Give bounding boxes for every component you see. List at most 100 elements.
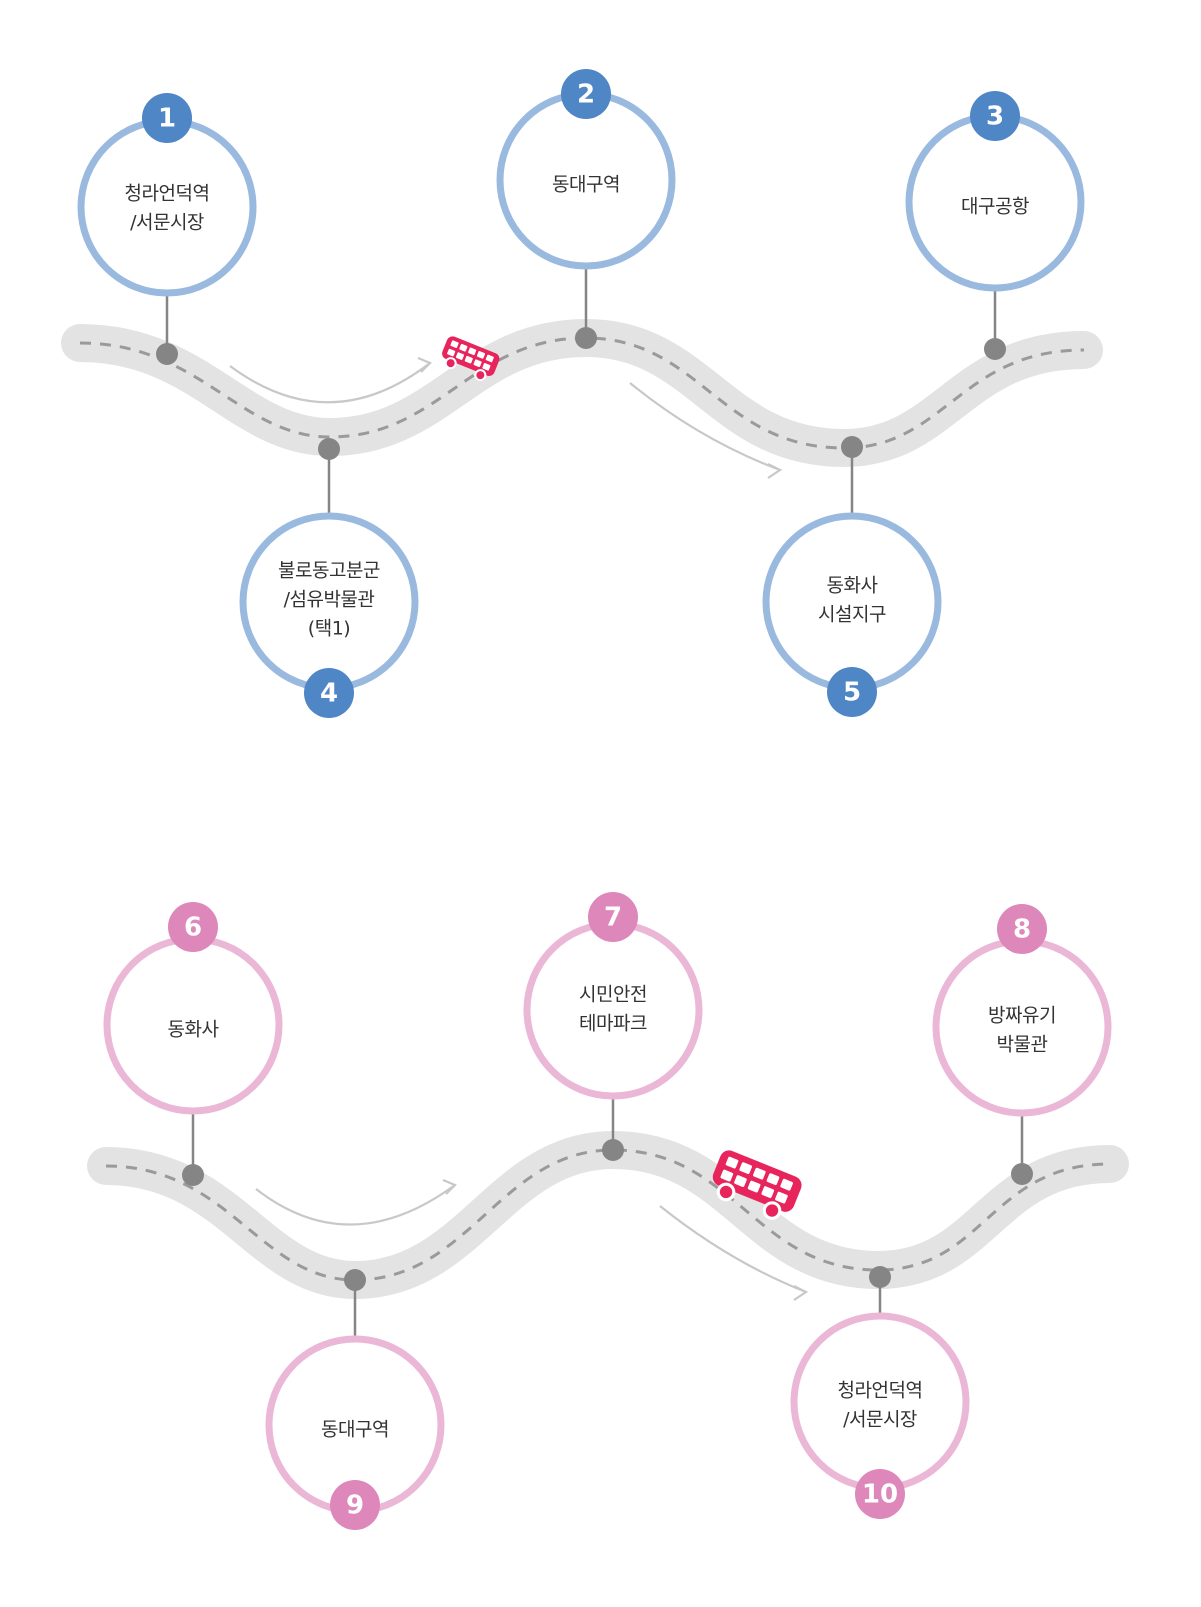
bus-window <box>464 355 473 364</box>
stop-number: 5 <box>843 678 861 708</box>
stop-label: /서문시장 <box>843 1409 917 1431</box>
stop-number: 10 <box>862 1480 898 1510</box>
stop-label: 동화사 <box>168 1019 219 1041</box>
stop-label: /섬유박물관 <box>284 589 375 611</box>
bus-wheel <box>444 357 457 370</box>
stop-number: 2 <box>577 80 595 110</box>
stop-label: 동대구역 <box>321 1419 389 1441</box>
arrow-icon <box>229 356 432 404</box>
stop-number: 8 <box>1013 915 1031 945</box>
arrow-head <box>442 1178 457 1195</box>
stop-6: 동화사 6 <box>103 902 283 1186</box>
road-stop-dot <box>575 327 597 349</box>
road-stop-dot <box>156 343 178 365</box>
bus-window <box>725 1156 739 1169</box>
arrow-head <box>793 1285 809 1301</box>
stop-label: /서문시장 <box>130 212 204 234</box>
bus-wheel <box>474 369 487 382</box>
bus-window <box>761 1186 775 1198</box>
stop-number-badge <box>142 93 192 143</box>
stop-number-badge <box>997 904 1047 954</box>
stop-number: 6 <box>184 913 202 943</box>
bus-wheel <box>716 1182 736 1202</box>
road-center-line <box>105 1148 1111 1282</box>
stop-circle <box>77 117 257 297</box>
stop-number-badge <box>304 668 354 718</box>
stop-circle <box>762 512 942 692</box>
bus-window <box>766 1173 780 1186</box>
stop-number: 9 <box>346 1491 364 1521</box>
bus-window <box>775 1191 788 1204</box>
stop-label: 불로동고분군 <box>278 560 380 582</box>
road-center-line <box>79 336 1085 450</box>
stop-number-badge <box>561 69 611 119</box>
stop-number-badge <box>827 667 877 717</box>
bus-window <box>447 348 456 357</box>
route-1-diagram: 청라언덕역/서문시장 1 동대구역 2 대구공항 3 불로동고분군/섬유박물관 (택1) 4 동화… <box>61 69 1103 718</box>
bus-window <box>747 1180 761 1193</box>
stop-number: 4 <box>320 679 338 709</box>
stop-label: 동화사 <box>827 575 878 597</box>
bus-window <box>473 359 482 368</box>
bus-icon <box>442 336 500 382</box>
bus-window <box>780 1178 793 1191</box>
stop-number-badge <box>588 892 638 942</box>
bus-window <box>450 340 459 348</box>
bus-window <box>720 1169 734 1182</box>
arrow-icon <box>629 382 783 479</box>
stop-2: 동대구역 2 <box>496 69 676 349</box>
bus-window <box>485 354 494 363</box>
stop-label: 청라언덕역 <box>838 1380 923 1402</box>
bus-window <box>739 1162 752 1175</box>
stop-label: 청라언덕역 <box>125 183 210 205</box>
bus-window <box>753 1167 766 1180</box>
stop-circle <box>932 937 1112 1117</box>
stop-1: 청라언덕역/서문시장 1 <box>77 93 257 365</box>
road-stop-dot <box>1011 1163 1033 1185</box>
arrow-line <box>229 362 431 404</box>
stop-number: 3 <box>986 102 1004 132</box>
stop-number-badge <box>855 1469 905 1519</box>
road-stop-dot <box>984 338 1006 360</box>
road-stop-dot <box>841 436 863 458</box>
stop-9: 동대구역 9 <box>265 1269 445 1530</box>
road-stop-dot <box>182 1164 204 1186</box>
arrow-icon <box>659 1205 809 1301</box>
stop-label: 박물관 <box>997 1034 1048 1056</box>
stop-3: 대구공항 3 <box>905 91 1085 360</box>
stop-10: 청라언덕역/서문시장 10 <box>790 1266 970 1519</box>
stop-number: 7 <box>604 903 622 933</box>
stop-label: 대구공항 <box>961 196 1029 218</box>
road <box>87 1130 1129 1300</box>
bus-window <box>476 351 486 359</box>
bus-window <box>468 347 477 356</box>
bus-wheel <box>762 1201 782 1220</box>
stop-label: 동대구역 <box>552 174 620 196</box>
road-stop-dot <box>318 438 340 460</box>
stop-label: (택1) <box>308 618 350 640</box>
arrow-head <box>417 356 432 373</box>
bus-window <box>734 1175 747 1187</box>
road-stop-dot <box>602 1139 624 1161</box>
arrow-icon <box>255 1178 457 1226</box>
stop-number-badge <box>970 91 1020 141</box>
road-stop-dot <box>869 1266 891 1288</box>
stop-circle <box>523 920 703 1100</box>
arrow-line <box>629 382 781 472</box>
arrow-line <box>255 1184 456 1226</box>
bus-window <box>455 352 465 360</box>
stop-label: 방짜유기 <box>988 1005 1056 1027</box>
stop-label: 시민안전 <box>579 984 647 1006</box>
bus-window <box>459 343 468 352</box>
bus-window <box>482 362 491 371</box>
stop-number-badge <box>330 1480 380 1530</box>
stop-number: 1 <box>158 104 176 134</box>
stop-number-badge <box>168 902 218 952</box>
stop-label: 시설지구 <box>818 604 886 626</box>
arrow-head <box>767 463 783 479</box>
